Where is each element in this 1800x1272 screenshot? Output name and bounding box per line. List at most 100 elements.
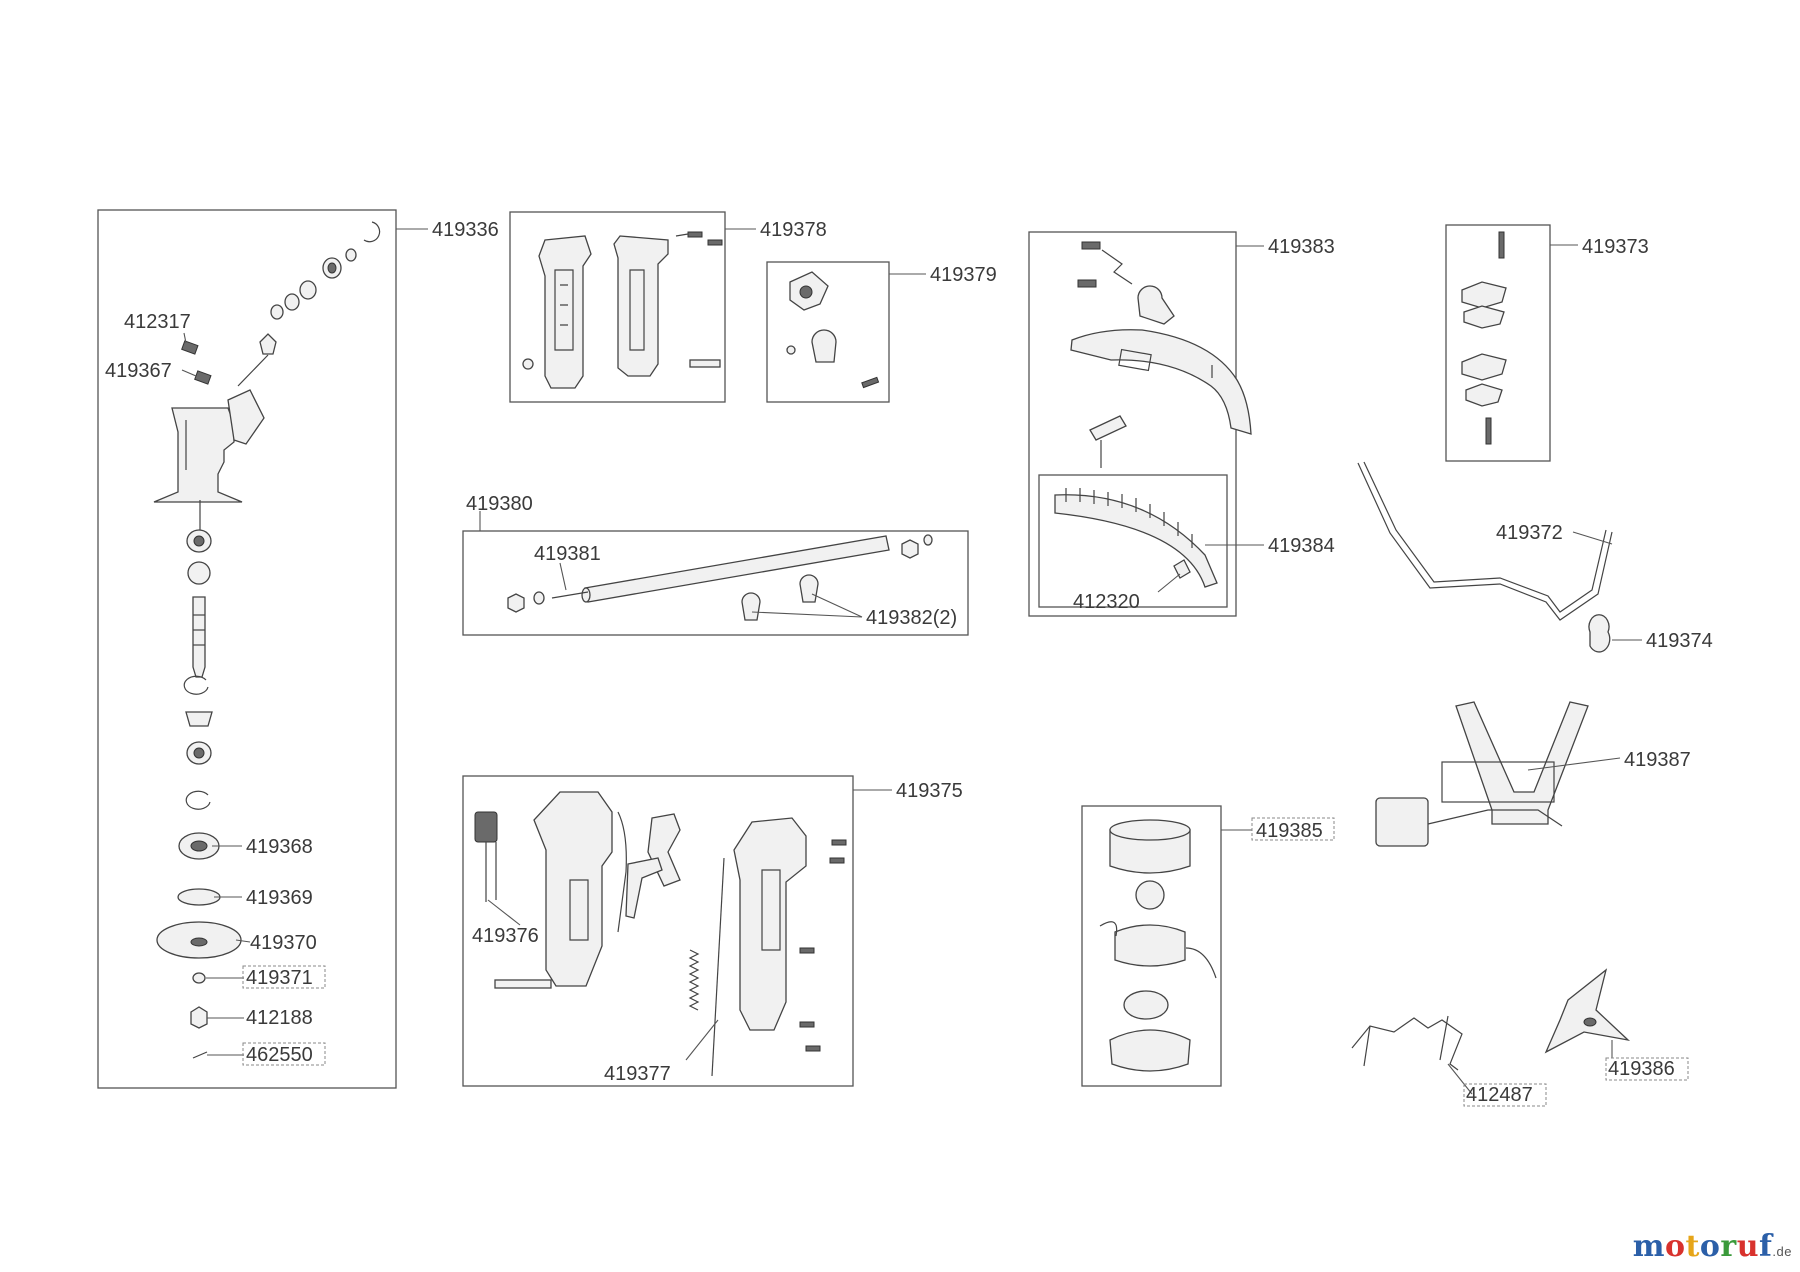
- bolt-handle: [689, 359, 721, 368]
- logo-letter: f: [1759, 1229, 1773, 1264]
- switch-419376: [474, 811, 498, 843]
- guard-shell: [1070, 329, 1252, 435]
- group-box-tube: [462, 530, 969, 636]
- spring-419377: [688, 949, 700, 1011]
- label-419370: 419370: [250, 932, 317, 954]
- group-clamp-set: 419379: [766, 261, 997, 403]
- bearing-middle: [299, 280, 317, 300]
- label-419378: 419378: [760, 219, 827, 241]
- label-419381: 419381: [534, 543, 601, 565]
- guard-bracket: [1089, 415, 1127, 441]
- label-419374: 419374: [1646, 630, 1713, 652]
- logo-letter: o: [1699, 1229, 1721, 1264]
- spool-eyelet: [1123, 990, 1169, 1020]
- nut-handle: [522, 358, 534, 370]
- label-412317: 412317: [124, 311, 191, 333]
- group-handle-bracket: 419373: [1445, 224, 1649, 462]
- group-handle-bar: 419372 419374: [1357, 461, 1713, 653]
- label-419377: 419377: [604, 1063, 671, 1085]
- bracket-lower-a: [1461, 353, 1507, 381]
- pinion-gear: [259, 333, 277, 355]
- group-box-gear-head: [97, 209, 397, 1089]
- handle-shell-left: [538, 235, 592, 389]
- nut-412188: [190, 1006, 208, 1029]
- guard-screw-2: [1077, 279, 1097, 288]
- bracket-screw-bottom: [1485, 417, 1492, 445]
- spool-base: [1109, 1029, 1191, 1072]
- label-419383: 419383: [1268, 236, 1335, 258]
- guard-screw-1: [1081, 241, 1101, 250]
- label-419387: 419387: [1624, 749, 1691, 771]
- handle-shell-right: [613, 235, 669, 377]
- tube-clamp-2: [799, 574, 819, 603]
- spool-spring: [1135, 880, 1165, 910]
- label-419379: 419379: [930, 264, 997, 286]
- throttle-lever: [647, 813, 681, 887]
- tube-end-nut: [507, 593, 525, 613]
- housing-half-right: [733, 817, 807, 1031]
- logo-letter: m: [1632, 1229, 1665, 1264]
- circlip-1: [183, 675, 209, 695]
- label-419382: 419382(2): [866, 607, 957, 629]
- gear-housing: [153, 407, 243, 503]
- group-box-trimmer-head: [1081, 805, 1222, 1087]
- label-412320: 412320: [1073, 591, 1140, 613]
- group-main-housing: 419375 419376 419377: [462, 775, 963, 1087]
- bearing-small: [270, 304, 284, 320]
- group-blades: 412487 419386: [1351, 968, 1689, 1107]
- bracket-lower-b: [1465, 383, 1503, 407]
- grip-419374: [1588, 614, 1611, 653]
- safety-lever: [625, 857, 663, 919]
- nut-shaft: [187, 561, 211, 585]
- bracket-screw-top: [1498, 231, 1505, 259]
- output-shaft: [192, 596, 206, 678]
- label-419385: 419385: [1256, 820, 1323, 842]
- group-guard: 419383 419384 412320: [1028, 231, 1335, 617]
- guard-clamp: [1137, 285, 1175, 325]
- label-412188: 412188: [246, 1007, 313, 1029]
- bracket-upper-a: [1461, 281, 1507, 309]
- logo-letter: o: [1665, 1229, 1686, 1264]
- label-419369: 419369: [246, 887, 313, 909]
- screw-412317: [181, 340, 199, 355]
- label-419386: 419386: [1608, 1058, 1675, 1080]
- bearing-419369: [177, 888, 221, 906]
- tube-clamp-1: [741, 592, 761, 621]
- group-box-line-cutter: [1038, 474, 1228, 608]
- label-419384: 419384: [1268, 535, 1335, 557]
- label-419373: 419373: [1582, 236, 1649, 258]
- group-trimmer-head: 419385: [1081, 805, 1335, 1087]
- group-box-handle-bracket: [1445, 224, 1551, 462]
- clamp-nut: [786, 345, 796, 355]
- drive-tube: [584, 535, 890, 603]
- harness-straps: [1455, 701, 1589, 825]
- label-462550: 462550: [246, 1044, 313, 1066]
- group-box-clamp-set: [766, 261, 890, 403]
- label-419336: 419336: [432, 219, 499, 241]
- housing-bolt: [494, 979, 552, 989]
- drive-shaft-419381: [551, 591, 589, 599]
- circlip-top: [363, 221, 381, 243]
- clamp-lower: [811, 329, 837, 363]
- cable-419377: [711, 857, 725, 1077]
- label-412487: 412487: [1466, 1084, 1533, 1106]
- tube-end-bush: [533, 591, 545, 605]
- logo-tld: .de: [1772, 1244, 1792, 1259]
- pin-462550: [192, 1051, 208, 1059]
- label-419367: 419367: [105, 360, 172, 382]
- label-419375: 419375: [896, 780, 963, 802]
- clamp-screw: [861, 376, 880, 389]
- logo-letter: u: [1736, 1229, 1760, 1264]
- screw-handle-top: [687, 231, 703, 238]
- label-419380: 419380: [466, 493, 533, 515]
- line-spool: [1114, 924, 1186, 967]
- line-cutter-blade: [1054, 494, 1218, 588]
- logo-letter: r: [1720, 1229, 1737, 1264]
- circlip-2: [185, 790, 211, 810]
- group-tube: 419380 419381 419382(2): [462, 493, 969, 636]
- housing-half-left: [533, 791, 613, 987]
- group-handle-shells: 419378: [509, 211, 827, 403]
- group-harness: 419387: [1375, 701, 1691, 847]
- label-419376: 419376: [472, 925, 539, 947]
